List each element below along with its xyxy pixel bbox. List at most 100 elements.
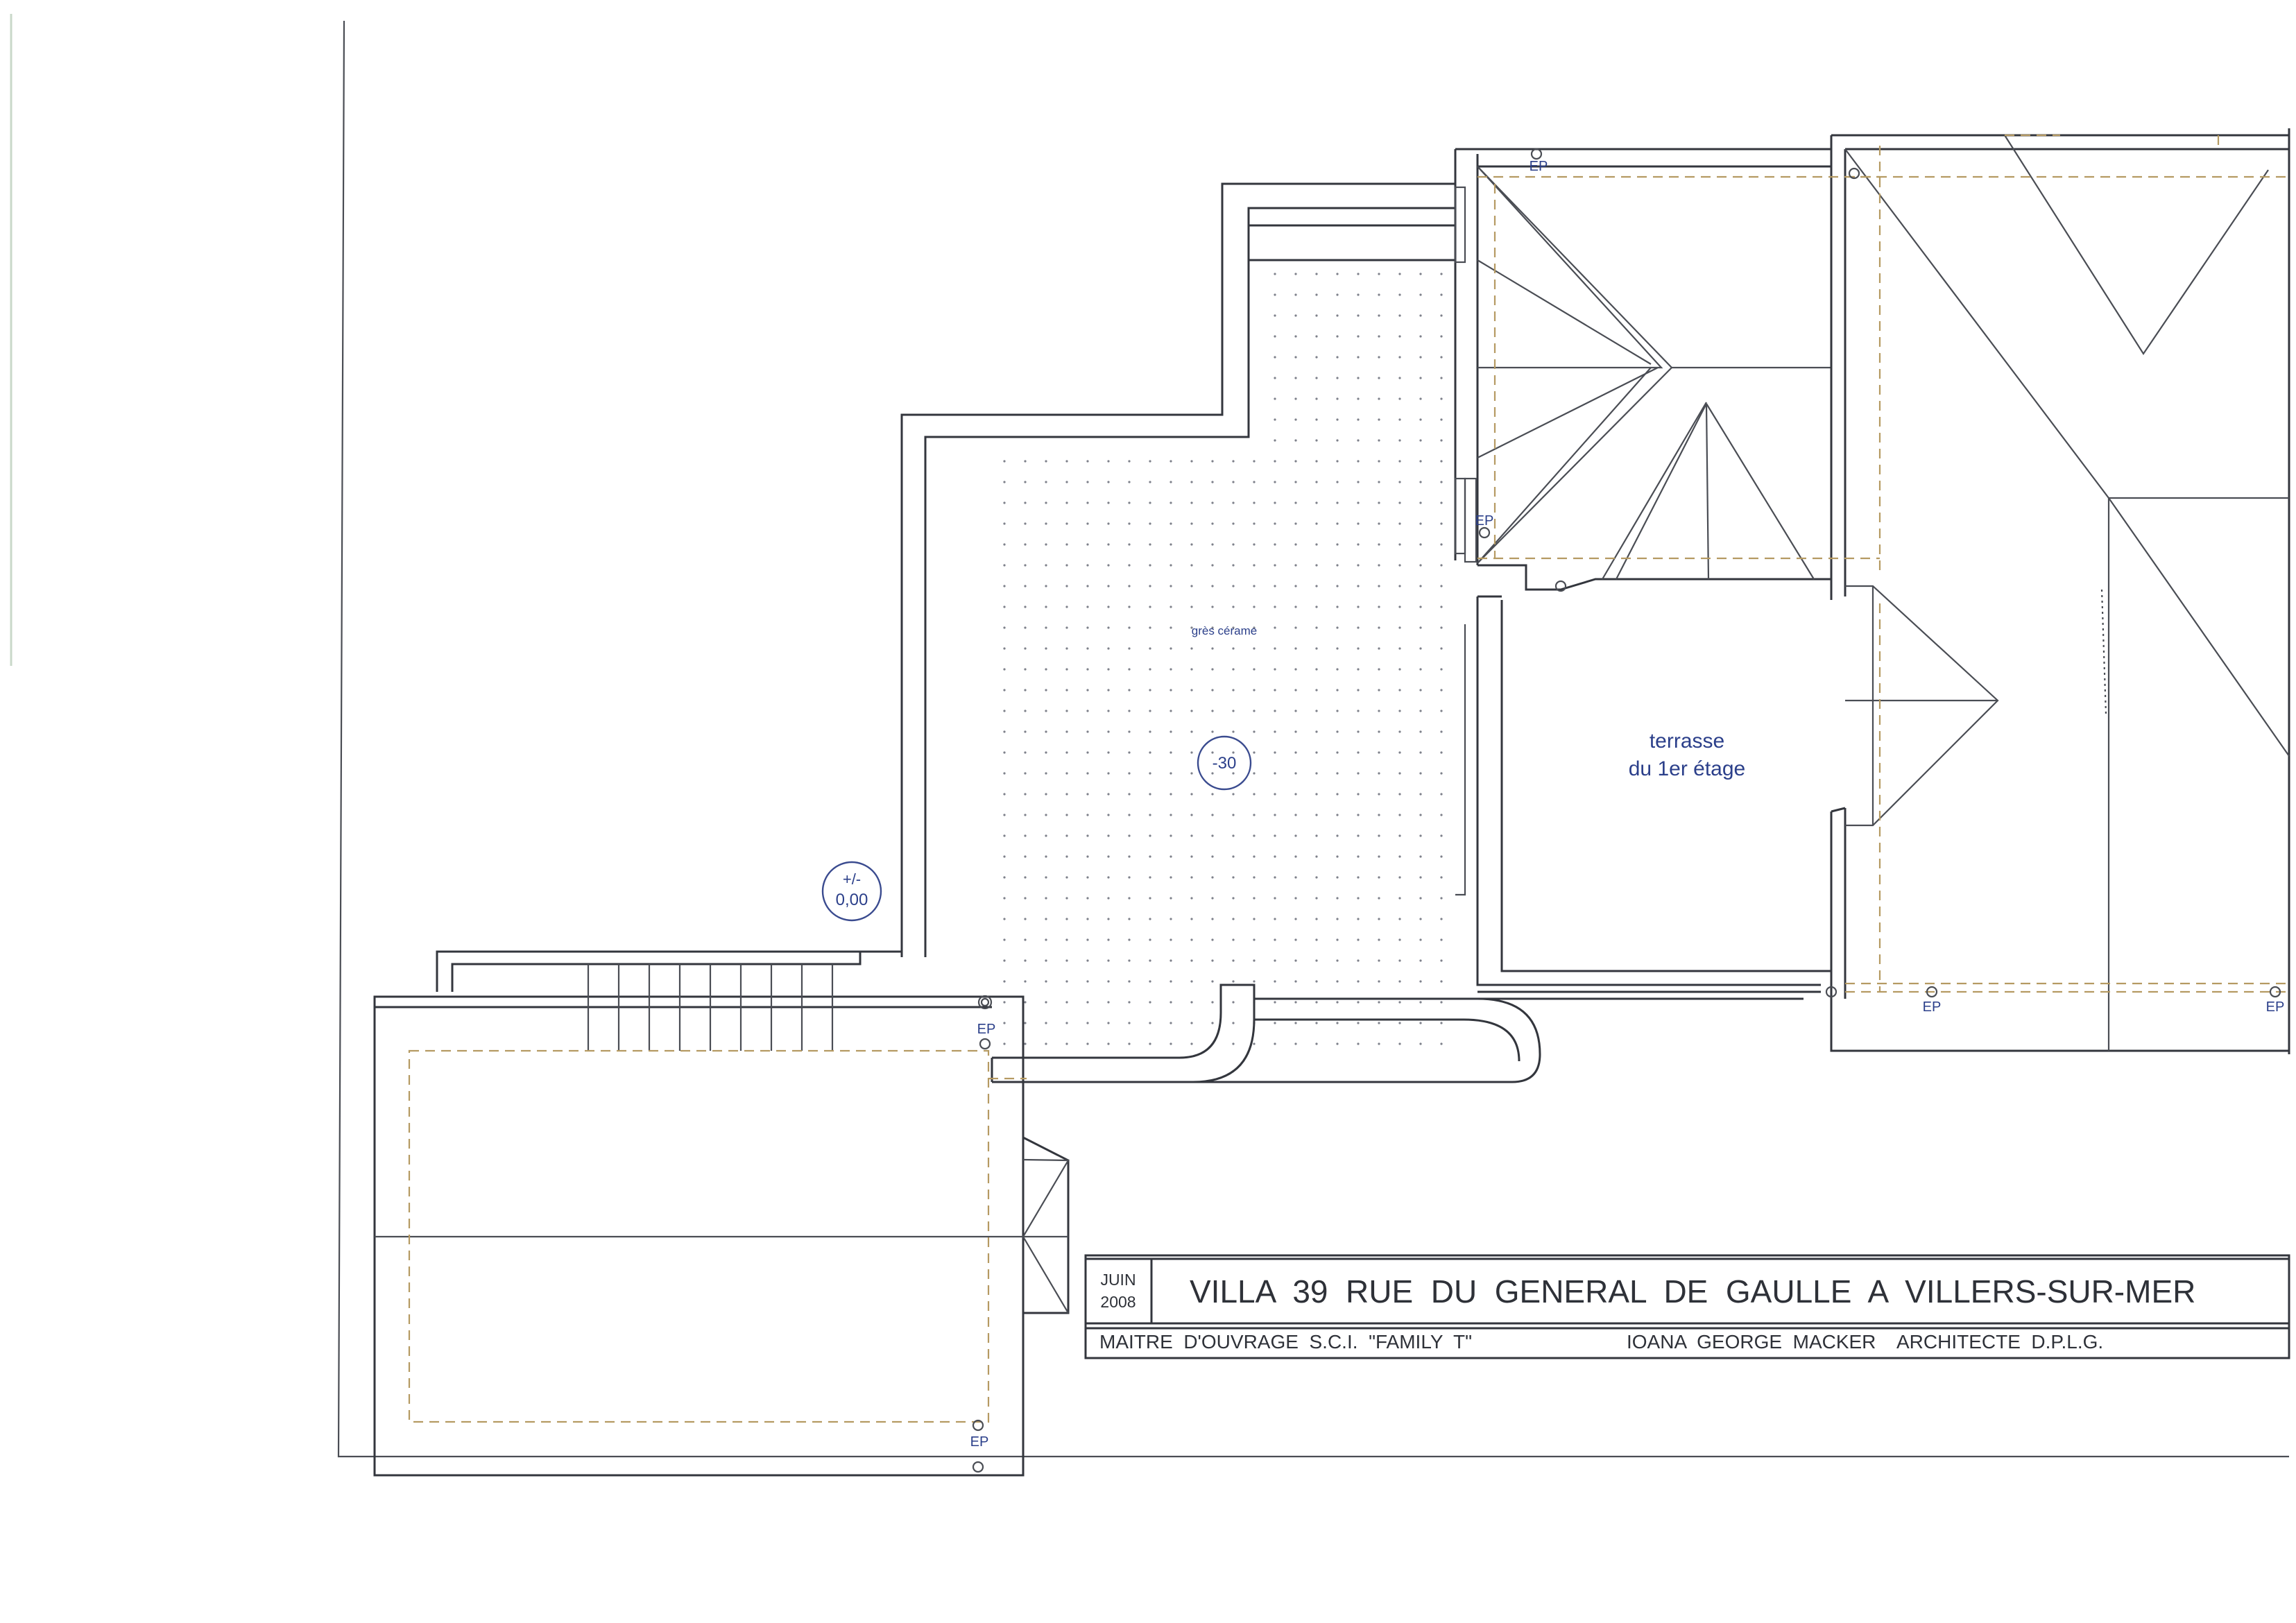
paving-dot [1294,897,1297,900]
paving-dot [1170,918,1172,920]
paving-dot [1440,730,1443,733]
paving-dot [1419,938,1422,941]
paving-dot [1232,772,1235,775]
paving-dot [1149,1022,1151,1024]
level-zero-marker [821,861,882,922]
paving-dot [1315,585,1318,587]
title-client: MAITRE D'OUVRAGE S.C.I. "FAMILY T" [1099,1331,1472,1352]
paving-dot [1232,647,1235,650]
paving-dot [1357,730,1360,733]
paving-dot [1419,439,1422,442]
paving-dot [1211,501,1214,504]
paving-dot [1419,460,1422,463]
paving-dot [1419,418,1422,421]
paving-dot [1045,689,1047,692]
paving-dot [1398,273,1401,275]
paving-dot [1294,397,1297,400]
paving-dot [1315,668,1318,671]
paving-dot [1128,730,1131,733]
paving-dot [1024,751,1027,754]
roof-block-right [1830,128,2290,1054]
paving-dot [1274,314,1276,317]
paving-dot [1170,626,1172,629]
paving-dot [1211,959,1214,962]
paving-dot [1378,439,1380,442]
paving-dot [1315,606,1318,608]
paving-dot [1086,626,1089,629]
paving-dot [1211,918,1214,920]
paving-dot [1024,501,1027,504]
paving-dot [1065,522,1068,525]
paving-dot [1065,668,1068,671]
paving-dot [1128,834,1131,837]
paving-dot [1003,772,1006,775]
paving-dot [1419,855,1422,858]
paving-dot [1274,897,1276,900]
paving-dot [1357,793,1360,796]
paving-dot [1336,647,1339,650]
paving-dot [1315,834,1318,837]
paving-dot [1357,668,1360,671]
paving-dot [1232,689,1235,692]
paving-dot [1419,959,1422,962]
paving-dot [1170,481,1172,483]
roof-block-middle [1454,148,1831,591]
paving-dot [1045,793,1047,796]
paving-dot [1315,1022,1318,1024]
paving-dot [1170,897,1172,900]
paving-dot [1024,460,1027,463]
paving-dot [1086,793,1089,796]
paving-dot [1315,938,1318,941]
paving-dot [1107,689,1110,692]
paving-dot [1232,481,1235,483]
paving-dot [1274,689,1276,692]
paving-dot [1294,606,1297,608]
paving-dot [1253,564,1256,567]
paving-dot [1274,710,1276,712]
paving-dot [1065,959,1068,962]
title-month: JUIN [1100,1271,1136,1289]
paving-dot [1315,293,1318,296]
paving-dot [1274,397,1276,400]
paving-dot [1378,377,1380,379]
ep-label-6: EP [970,1434,989,1450]
paving-dot [1003,876,1006,879]
paving-dot [1253,918,1256,920]
paving-dot [1378,293,1380,296]
paving-dot [1419,1001,1422,1004]
paving-dot [1315,689,1318,692]
paving-dot [1003,897,1006,900]
paving-dot [1170,647,1172,650]
paving-dot [1336,710,1339,712]
paving-dot [1378,668,1380,671]
paving-dot [1190,730,1193,733]
paving-dot [1336,501,1339,504]
paving-dot [1128,1001,1131,1004]
paving-dot [1357,543,1360,546]
paving-dot [1357,273,1360,275]
paving-dot [1398,439,1401,442]
paving-dot [1024,626,1027,629]
paving-dot [1170,855,1172,858]
paving-dot [1294,855,1297,858]
paving-dot [1128,1022,1131,1024]
paving-dot [1274,793,1276,796]
paving-dot [1232,522,1235,525]
paving-dot [1336,730,1339,733]
title-year: 2008 [1100,1293,1136,1311]
paving-dot [1045,918,1047,920]
paving-dot [1357,626,1360,629]
paving-dot [1274,730,1276,733]
paving-dot [1211,814,1214,816]
paving-dot [1419,689,1422,692]
paving-dot [1003,460,1006,463]
paving-dot [1086,834,1089,837]
paving-dot [1398,897,1401,900]
paving-dot [1003,481,1006,483]
paving-dot [1398,730,1401,733]
paving-dot [1398,418,1401,421]
paving-dot [1003,1001,1006,1004]
paving-dot [1170,606,1172,608]
paving-dot [1336,751,1339,754]
paving-dot [1294,626,1297,629]
